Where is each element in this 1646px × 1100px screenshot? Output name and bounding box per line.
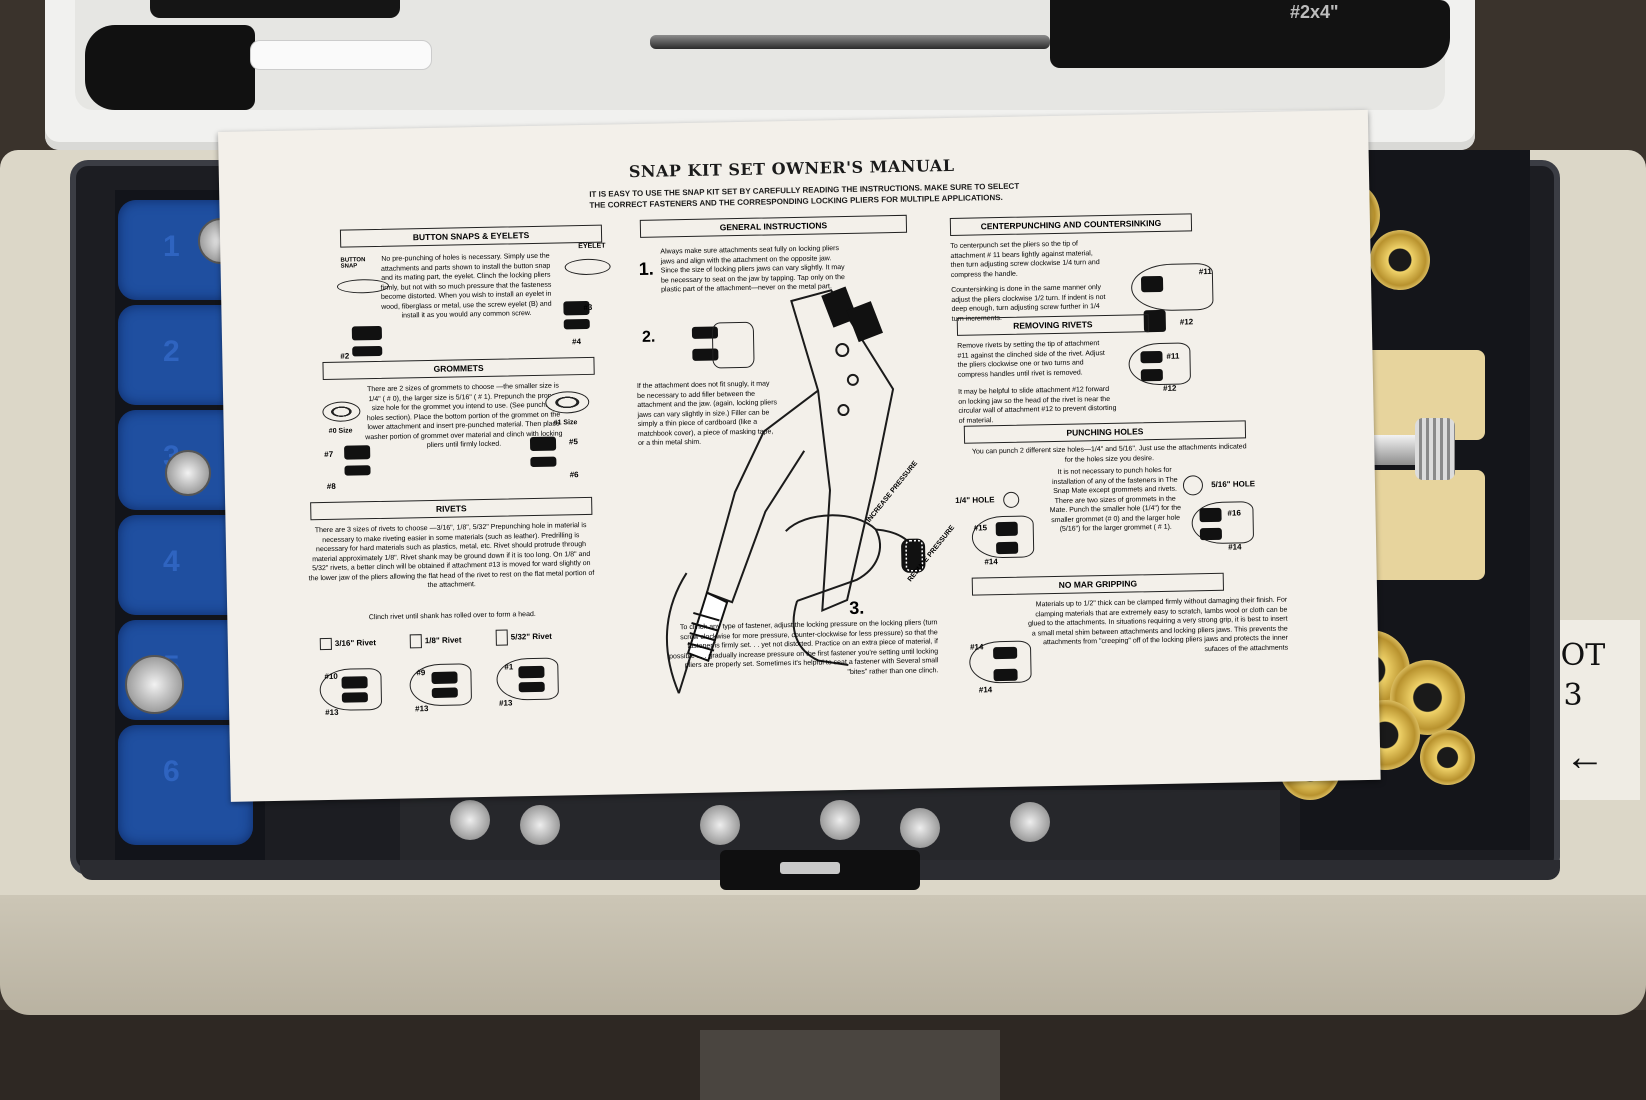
attachment-tag-6: #6	[569, 470, 579, 480]
removing-rivets-text-1: Remove rivets by setting the tip of atta…	[957, 340, 1105, 379]
table-edge	[0, 895, 1646, 1015]
no-mar-gripping-text: Materials up to 1/2" thick can be clampe…	[1027, 596, 1289, 653]
floor-object	[700, 1030, 1000, 1100]
rivet-icon	[409, 634, 422, 649]
general-step-3-text: To clinch any type of fastener, adjust t…	[669, 619, 939, 676]
section-heading-no-mar-gripping: NO MAR GRIPPING	[971, 572, 1224, 596]
screwdriver-top	[150, 0, 400, 18]
attachment-tag-2: #2	[340, 351, 350, 361]
bin-number: 6	[163, 755, 180, 788]
screw-attachment	[125, 655, 184, 714]
screwdriver-handle-right	[1050, 0, 1450, 68]
attachment-tag-5: #5	[568, 437, 579, 447]
button-snaps-text: No pre-punching of holes is necessary. S…	[380, 252, 552, 320]
attachment-16-14-diagram	[1185, 497, 1266, 559]
manual-title: SNAP KIT SET OWNER'S MANUAL	[628, 155, 955, 182]
button-snap-label: BUTTON SNAP	[340, 257, 366, 270]
silver-snap	[520, 805, 560, 845]
silver-snap	[700, 805, 740, 845]
rivet-size-1-8: 1/8" Rivet	[409, 633, 462, 649]
hole-1-4-label: 1/4" HOLE	[955, 491, 1019, 509]
attachment-tag-10: #10	[324, 671, 338, 682]
case-latch-button[interactable]	[780, 862, 840, 874]
hole-5-16-label: 5/16" HOLE	[1182, 474, 1256, 496]
removing-rivets-text-2: It may be helpful to slide attachment #1…	[958, 385, 1117, 425]
section-heading-removing-rivets: REMOVING RIVETS	[956, 314, 1150, 336]
manual-intro: IT IS EASY TO USE THE SNAP KIT SET BY CA…	[589, 181, 1020, 210]
punching-holes-text-1: You can punch 2 different size holes—1/4…	[971, 443, 1247, 464]
rivet-size-1-8-label: 1/8" Rivet	[424, 635, 462, 646]
section-heading-centerpunching: CENTERPUNCHING AND COUNTERSINKING	[949, 213, 1193, 236]
rivet-icon	[495, 629, 508, 646]
attachment-tag-14: #14	[969, 642, 984, 652]
attachment-tag-14: #14	[984, 557, 998, 567]
attachment-tag-15: #15	[973, 523, 988, 533]
attachment-tag-12: #12	[1163, 383, 1177, 393]
attachment-tag-13: #13	[325, 707, 339, 718]
grommet-0-diagram	[318, 397, 369, 428]
rivet-size-5-32-label: 5/32" Rivet	[510, 631, 552, 642]
attachment-tag-14: #14	[1228, 542, 1242, 552]
attachment-tag-11: #11	[1166, 351, 1180, 361]
screwdriver-shaft-left	[250, 40, 432, 70]
rivet-size-5-32: 5/32" Rivet	[495, 629, 552, 646]
screwdriver-handle-left	[85, 25, 255, 110]
bin-number: 4	[163, 545, 180, 578]
screwdriver-size-label: #2x4"	[1290, 2, 1339, 22]
silver-snap	[900, 808, 940, 848]
section-heading-rivets: RIVETS	[310, 496, 593, 521]
section-heading-button-snaps: BUTTON SNAPS & EYELETS	[339, 224, 603, 248]
screw-attachment	[165, 450, 211, 496]
attachment-tag-13: #13	[498, 698, 513, 708]
attachment-1-diagram	[490, 654, 561, 705]
silver-snap	[1010, 802, 1050, 842]
brass-grommet	[1420, 730, 1475, 785]
grommet-1-diagram	[543, 387, 594, 418]
grommet-size-0-label: #0 Size	[328, 427, 353, 435]
bin-number: 1	[163, 230, 180, 263]
attachment-tag-7: #7	[324, 449, 334, 460]
attachment-tag-11: #11	[1198, 266, 1212, 277]
attachment-tag-12: #12	[1179, 317, 1194, 327]
brass-grommet	[1370, 230, 1430, 290]
centerpunching-text-1: To centerpunch set the pliers so the tip…	[950, 240, 1100, 279]
rivets-clinch-note: Clinch rivet until shank has rolled over…	[368, 610, 536, 622]
bin-number: 2	[163, 335, 180, 368]
hole-1-4-text: 1/4" HOLE	[955, 495, 995, 506]
bolt-knob	[1415, 418, 1455, 480]
hole-circle-icon	[1002, 491, 1019, 509]
attachment-tag-16: #16	[1227, 508, 1241, 518]
section-heading-grommets: GROMMETS	[322, 356, 595, 381]
hole-circle-icon	[1182, 475, 1204, 496]
attachment-5-diagram	[524, 430, 595, 481]
eyelet-label: EYELET	[578, 242, 606, 251]
attachment-tag-1: #1	[504, 662, 514, 672]
rivet-size-3-16: 3/16" Rivet	[319, 637, 377, 651]
rivets-text: There are 3 sizes of rivets to choose —3…	[308, 521, 595, 590]
attachment-tag-13: #13	[415, 704, 429, 714]
attachment-9-diagram	[403, 659, 474, 710]
step-number-3: 3.	[849, 597, 865, 618]
screwdriver-shaft-right	[650, 35, 1050, 49]
locking-pliers-hand-illustration	[665, 286, 926, 694]
attachment-tag-4: #4	[572, 337, 582, 347]
owners-manual-sheet: SNAP KIT SET OWNER'S MANUAL IT IS EASY T…	[218, 109, 1381, 802]
silver-snap	[820, 800, 860, 840]
rivet-icon	[319, 637, 332, 651]
section-heading-general-instructions: GENERAL INSTRUCTIONS	[639, 214, 908, 238]
lot-arrow-icon: ←	[1565, 735, 1605, 779]
attachment-15-14-diagram	[965, 511, 1046, 573]
silver-snap	[450, 800, 490, 840]
attachment-tag-14: #14	[978, 685, 993, 695]
attachment-tag-9: #9	[416, 668, 426, 678]
attachment-tag-8: #8	[326, 481, 336, 491]
attachment-tag-3: #3	[583, 302, 593, 313]
grommet-size-1-label: #1 Size	[553, 419, 578, 427]
punching-holes-text-2: It is not necessary to punch holes for i…	[1049, 466, 1182, 533]
rivet-size-3-16-label: 3/16" Rivet	[334, 638, 377, 648]
lot-tag-line2: 3	[1563, 678, 1583, 713]
hole-5-16-text: 5/16" HOLE	[1211, 479, 1256, 490]
